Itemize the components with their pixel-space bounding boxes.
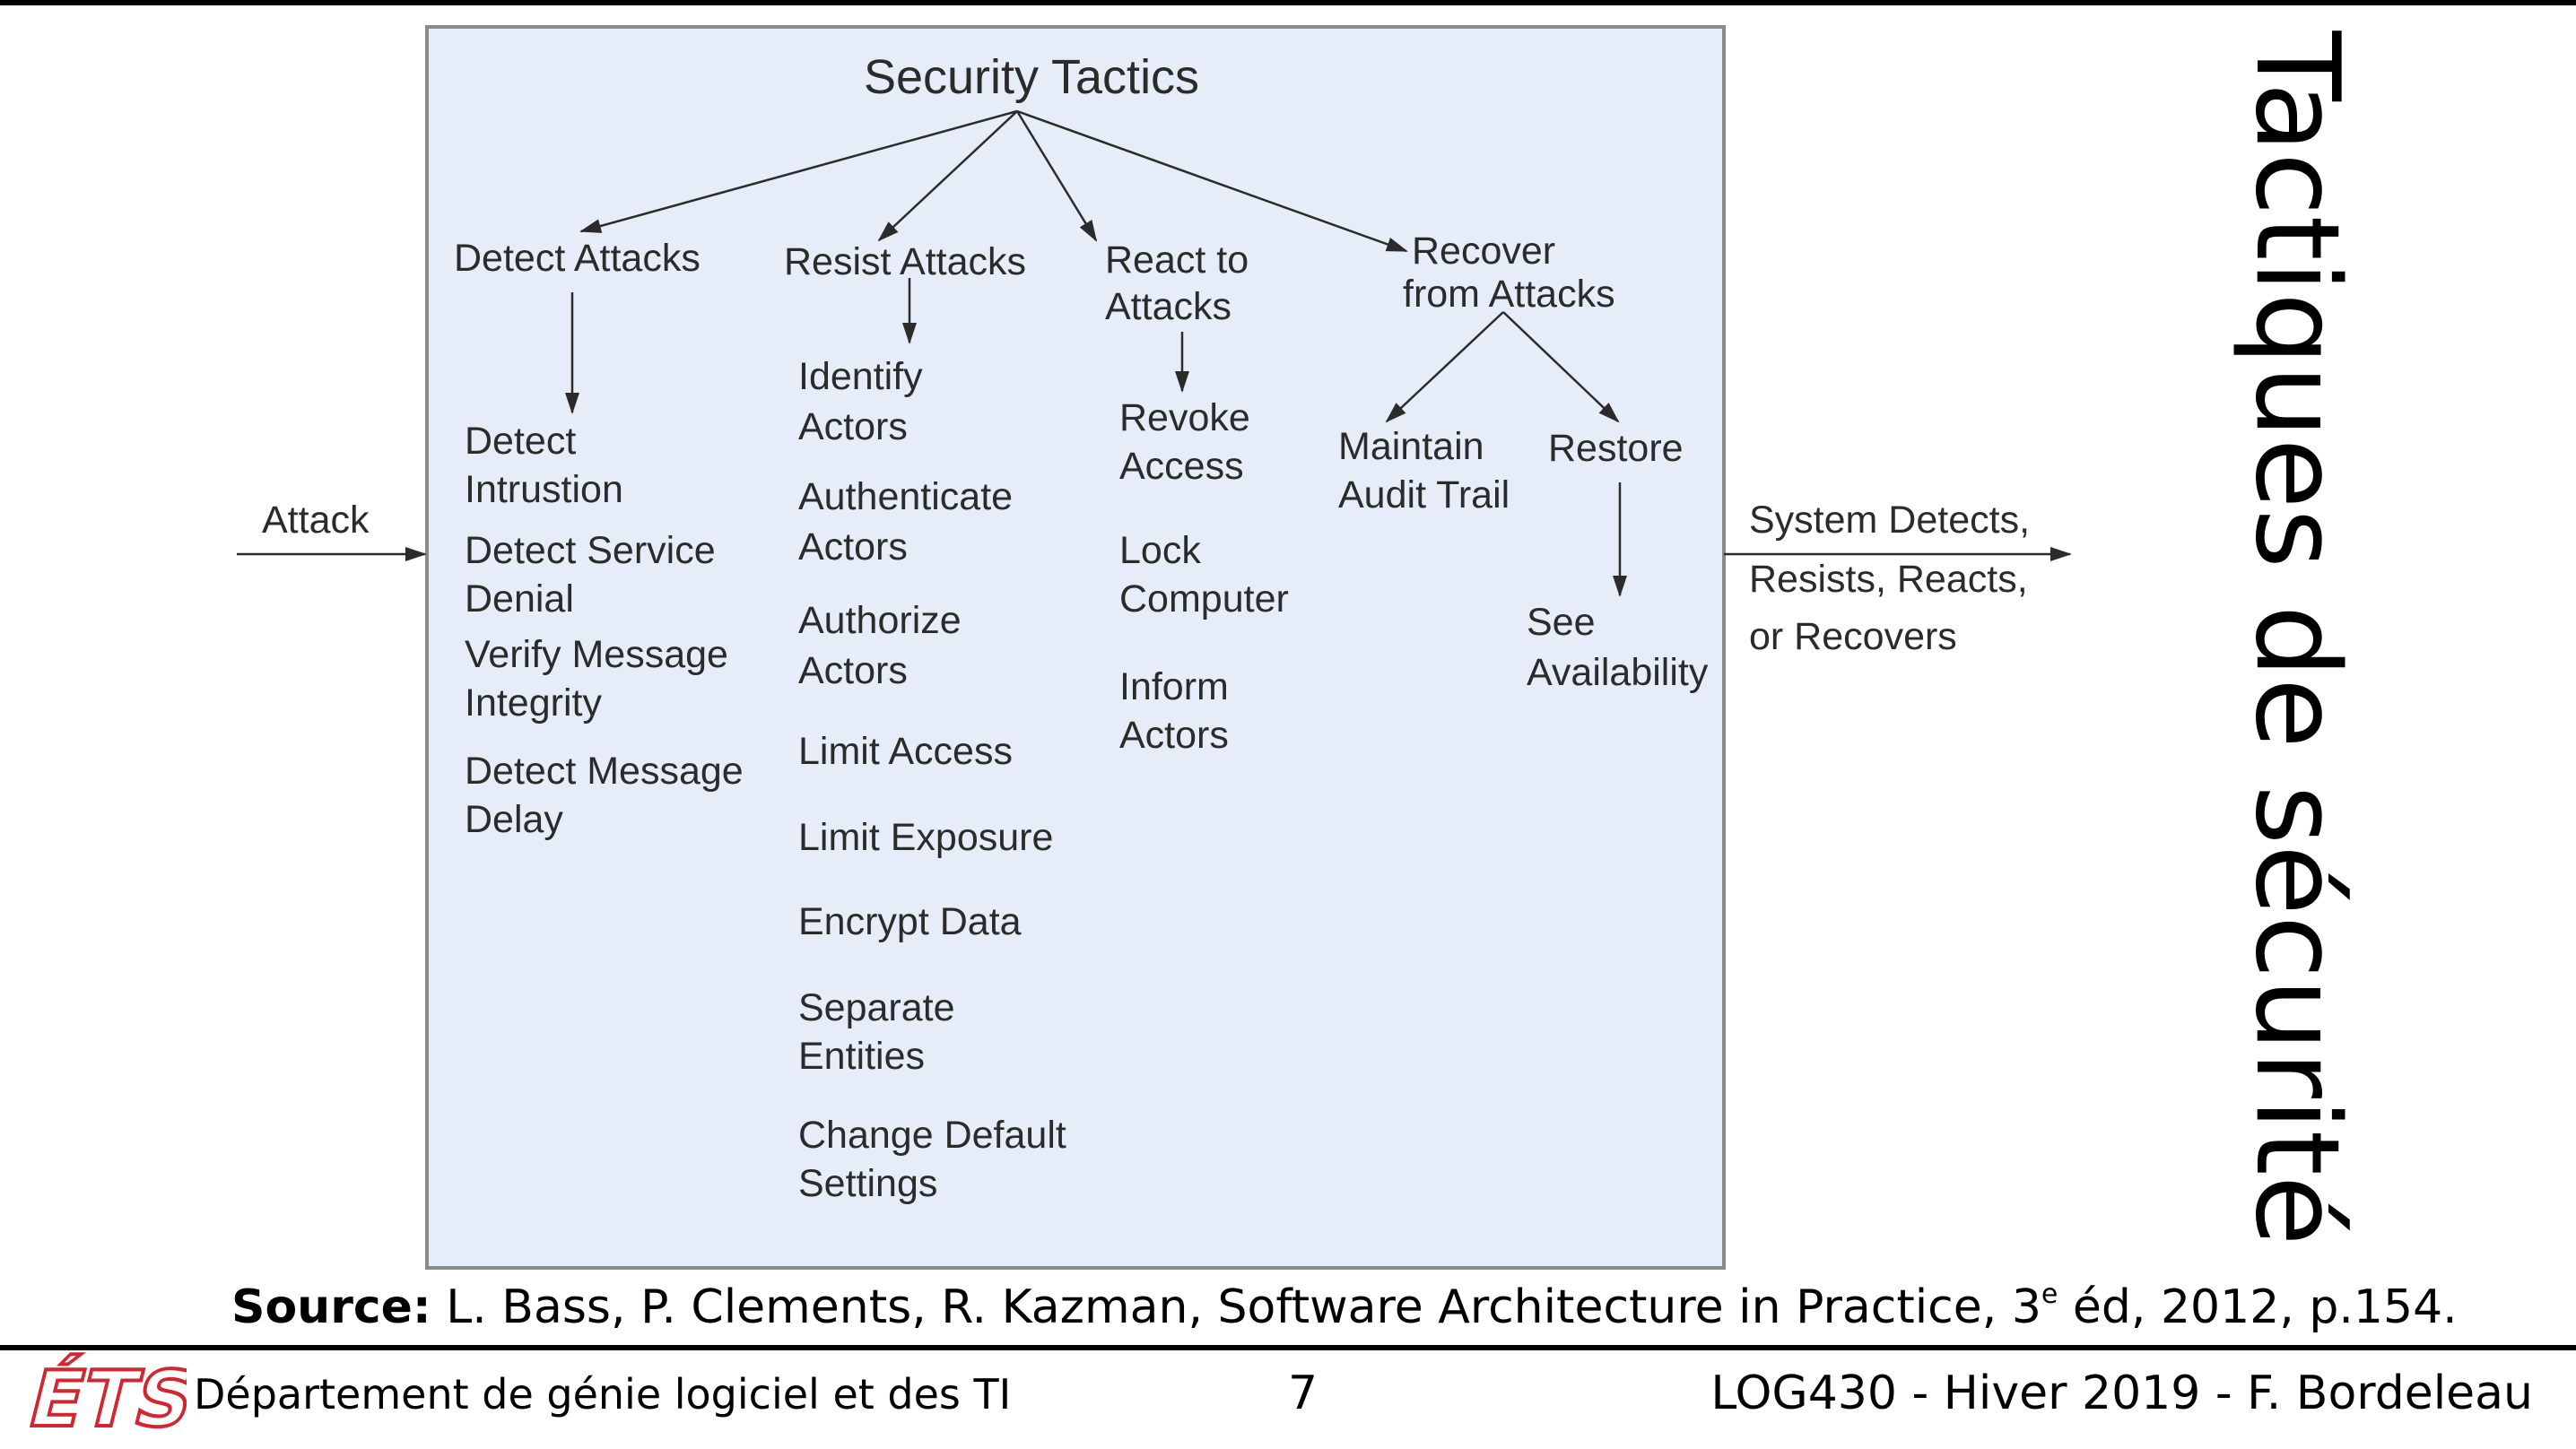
react-item: Actors bbox=[1119, 714, 1229, 757]
restore-label: Restore bbox=[1548, 427, 1684, 470]
react-header-line2: Attacks bbox=[1105, 285, 1231, 328]
resist-item: Separate bbox=[798, 986, 955, 1029]
output-label-line3: or Recovers bbox=[1749, 615, 1957, 658]
source-text: L. Bass, P. Clements, R. Kazman, Softwar… bbox=[446, 1280, 2041, 1334]
recover-items: Maintain Audit Trail Restore See Availab… bbox=[1338, 425, 1709, 694]
diagram-frame bbox=[425, 25, 1726, 1270]
resist-item: Identify bbox=[798, 355, 923, 398]
recover-header-line1: Recover bbox=[1412, 230, 1555, 273]
maintain-audit-trail-line1: Maintain bbox=[1338, 425, 1484, 468]
resist-items: Identify Actors Authenticate Actors Auth… bbox=[798, 355, 1066, 1205]
source-superscript: e bbox=[2041, 1279, 2058, 1310]
detect-item: Detect Service bbox=[465, 529, 716, 572]
react-header-line1: React to bbox=[1105, 239, 1249, 282]
react-item: Computer bbox=[1119, 577, 1289, 620]
department-name: Département de génie logiciel et des TI bbox=[194, 1370, 1012, 1419]
ets-logo-text: ÉTS bbox=[20, 1354, 187, 1438]
detect-item: Integrity bbox=[465, 681, 602, 724]
see-availability-line1: See bbox=[1527, 601, 1596, 644]
source-tail: éd, 2012, p.154. bbox=[2072, 1280, 2458, 1334]
arrow-to-restore bbox=[1502, 311, 1620, 423]
footer-rule bbox=[0, 1345, 2576, 1350]
detect-item: Denial bbox=[465, 577, 574, 620]
react-item: Lock bbox=[1119, 529, 1201, 572]
detect-attacks-header: Detect Attacks bbox=[454, 237, 701, 280]
resist-attacks-header: Resist Attacks bbox=[784, 240, 1026, 283]
course-info: LOG430 - Hiver 2019 - F. Bordeleau bbox=[1710, 1367, 2533, 1420]
resist-item: Entities bbox=[798, 1035, 925, 1078]
resist-item: Actors bbox=[798, 405, 908, 448]
title-branch-arrows bbox=[579, 109, 1408, 253]
output-label-line1: System Detects, bbox=[1749, 499, 2030, 542]
output-label-line2: Resists, Reacts, bbox=[1749, 558, 2028, 601]
resist-item: Actors bbox=[798, 525, 908, 568]
resist-item: Authorize bbox=[798, 599, 962, 642]
arrow-to-maintain bbox=[1385, 311, 1504, 423]
see-availability-line2: Availability bbox=[1527, 651, 1709, 694]
resist-item: Change Default bbox=[798, 1114, 1066, 1157]
detect-item: Delay bbox=[465, 798, 563, 841]
detect-item: Verify Message bbox=[465, 633, 728, 676]
slide-title: Tactiques de sécurité bbox=[2230, 30, 2363, 1246]
resist-item: Authenticate bbox=[798, 475, 1013, 518]
detect-item: Detect bbox=[465, 420, 576, 463]
resist-item: Limit Exposure bbox=[798, 816, 1053, 859]
diagram-title: Security Tactics bbox=[864, 50, 1199, 104]
resist-item: Settings bbox=[798, 1162, 937, 1205]
maintain-audit-trail-line2: Audit Trail bbox=[1338, 473, 1510, 516]
react-item: Inform bbox=[1119, 665, 1229, 708]
top-rule bbox=[0, 0, 2576, 5]
column-arrows bbox=[565, 278, 1627, 597]
resist-item: Limit Access bbox=[798, 730, 1013, 773]
page-number: 7 bbox=[1288, 1367, 1318, 1420]
react-items: Revoke Access Lock Computer Inform Actor… bbox=[1119, 396, 1289, 757]
attack-label: Attack bbox=[262, 499, 370, 542]
arrow-to-resist bbox=[877, 110, 1018, 242]
recover-header-line2: from Attacks bbox=[1403, 273, 1615, 316]
detect-item: Intrustion bbox=[465, 468, 623, 511]
arrow-to-react bbox=[1015, 110, 1098, 242]
resist-item: Encrypt Data bbox=[798, 900, 1022, 943]
react-item: Access bbox=[1119, 445, 1244, 488]
detect-item: Detect Message bbox=[465, 750, 744, 793]
source-label: Source: bbox=[231, 1280, 431, 1334]
source-citation: Source: L. Bass, P. Clements, R. Kazman,… bbox=[231, 1280, 2458, 1334]
ets-logo: ÉTS bbox=[18, 1352, 187, 1438]
arrow-to-detect bbox=[579, 109, 1018, 233]
arrow-to-recover bbox=[1016, 109, 1408, 253]
security-tactics-diagram: Security Tactics Detect Attacks Resist A… bbox=[237, 25, 2072, 1270]
detect-items: Detect Intrustion Detect Service Denial … bbox=[465, 420, 744, 841]
resist-item: Actors bbox=[798, 649, 908, 692]
react-item: Revoke bbox=[1119, 396, 1250, 439]
